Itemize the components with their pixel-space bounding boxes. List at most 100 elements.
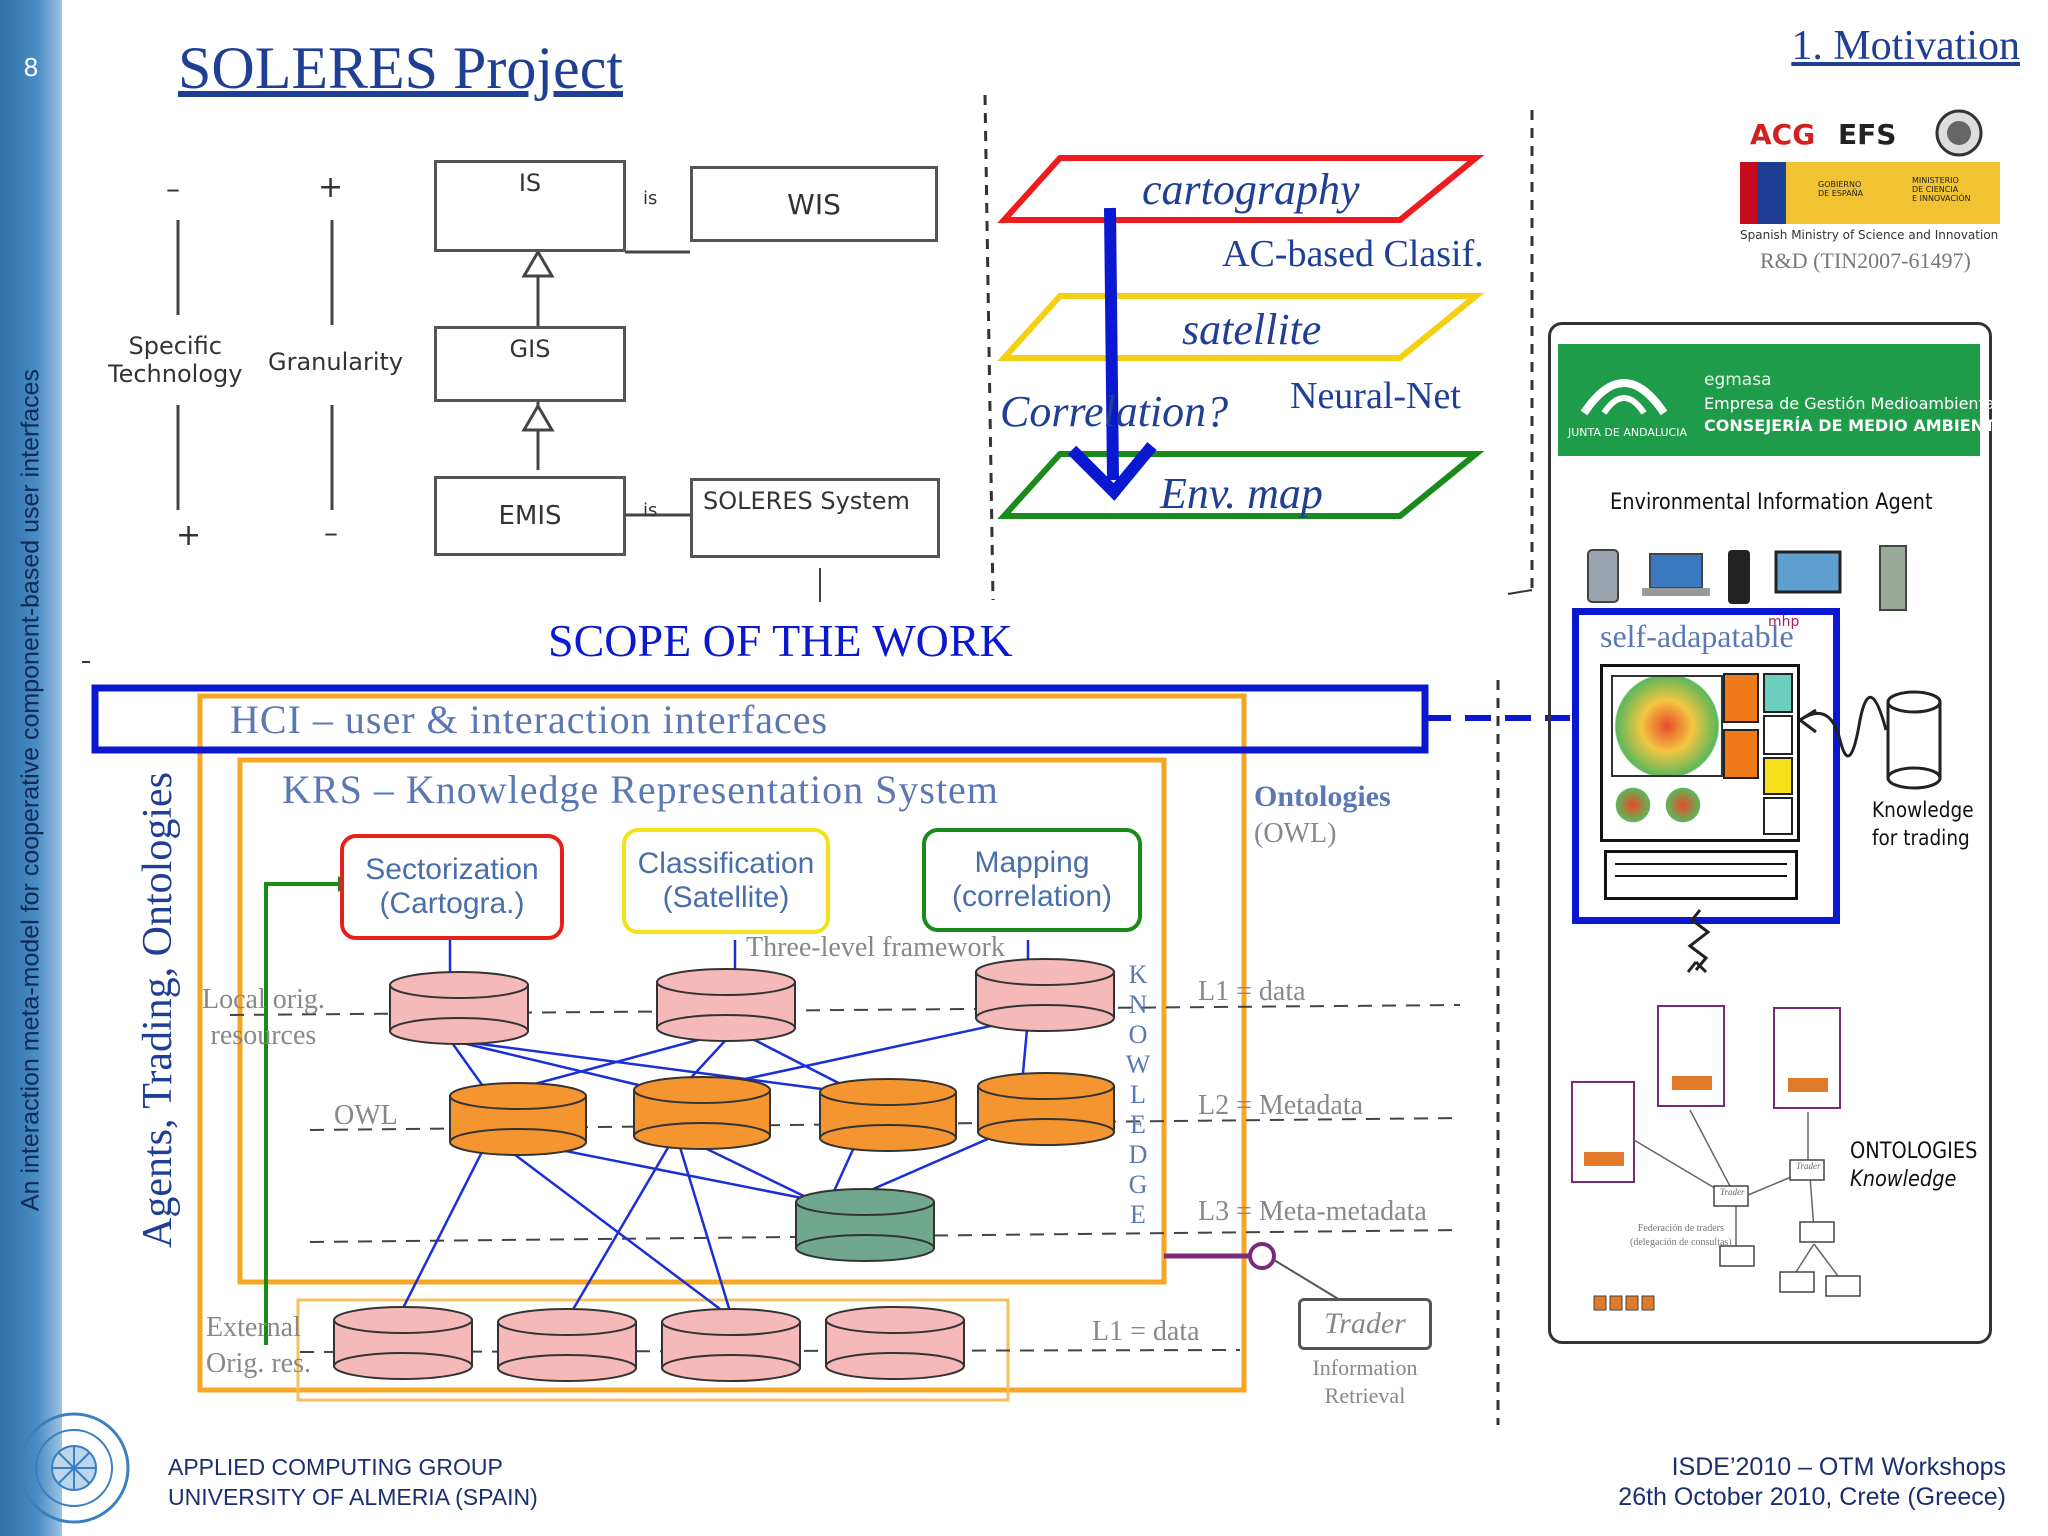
ac-based-label: AC-based Clasif. xyxy=(1222,233,1484,275)
trader-node-1 xyxy=(1713,1185,1749,1207)
trader-node-4 xyxy=(1719,1245,1755,1267)
soleres-system-box: SOLERES System xyxy=(690,478,940,558)
hci-label: HCI – user & interaction interfaces xyxy=(230,697,829,742)
trader-node-5 xyxy=(1779,1271,1815,1293)
correlation-label: Correlation? xyxy=(1000,387,1229,436)
knowledge-vertical-label: KNOWLEDGE xyxy=(1125,960,1151,1229)
granularity-label: Granularity xyxy=(268,348,404,376)
university-emblem-icon xyxy=(1935,109,1983,157)
sidebar-band xyxy=(0,0,62,1536)
agents-vertical-label: Agents, Trading, Ontologies xyxy=(135,771,181,1249)
owl-paren-label: (OWL) xyxy=(1254,818,1337,849)
env-map-label: Env. map xyxy=(1160,469,1323,518)
db-owl-2 xyxy=(633,1076,771,1150)
university-seal-icon xyxy=(18,1412,130,1524)
db-external-1 xyxy=(333,1306,473,1380)
db-meta-meta xyxy=(795,1188,935,1262)
db-external-3 xyxy=(661,1308,801,1382)
ministry-banner: GOBIERNO DE ESPAÑA MINISTERIO DE CIENCIA… xyxy=(1740,162,2000,224)
db-external-4 xyxy=(825,1306,965,1380)
sectorization-box: Sectorization (Cartogra.) xyxy=(340,834,564,940)
is-relation-top: is xyxy=(643,188,658,209)
egmasa-banner: JUNTA DE ANDALUCIA egmasa Empresa de Ges… xyxy=(1558,344,2006,456)
mapping-box: Mapping (correlation) xyxy=(922,828,1142,932)
trader-federation-svg xyxy=(1571,909,1861,1311)
scope-title: SCOPE OF THE WORK xyxy=(548,615,1013,666)
l1-data-label: L1 = data xyxy=(1198,976,1306,1007)
minus-top-left: – xyxy=(166,172,180,205)
external-label: External Orig. res. xyxy=(206,1312,311,1379)
db-external-2 xyxy=(497,1308,637,1382)
footer-event: ISDE’2010 – OTM Workshops 26th October 2… xyxy=(1618,1453,2006,1511)
ontologies-knowledge-label: ONTOLOGIES Knowledge xyxy=(1850,1139,1978,1192)
self-adaptable-label: self-adapatable xyxy=(1600,618,1794,654)
cartography-label: cartography xyxy=(1142,165,1360,214)
gobierno-label: GOBIERNO DE ESPAÑA xyxy=(1818,180,1864,198)
map-thumb-small-2 xyxy=(1663,785,1703,825)
local-orig-label: Local orig. resources xyxy=(202,984,325,1051)
is-relation-bottom: is xyxy=(643,500,658,521)
map-thumbnail xyxy=(1611,675,1723,777)
footer-organization: APPLIED COMPUTING GROUP UNIVERSITY OF AL… xyxy=(168,1454,538,1510)
neural-net-label: Neural-Net xyxy=(1290,375,1461,417)
knowledge-trading-label: Knowledge for trading xyxy=(1872,798,1974,850)
env-agent-label: Environmental Information Agent xyxy=(1610,490,1933,515)
laptop-icon xyxy=(1649,553,1703,589)
federacion-label: Federación de traders (delegación de con… xyxy=(1630,1223,1732,1248)
plus-bottom: + xyxy=(176,518,202,553)
trader-node-2 xyxy=(1789,1159,1825,1181)
phone-icon xyxy=(1728,550,1750,604)
l3-meta-label: L3 = Meta-metadata xyxy=(1198,1196,1427,1227)
krs-label: KRS – Knowledge Representation System xyxy=(282,767,999,812)
db-owl-1 xyxy=(449,1082,587,1156)
plus-top: + xyxy=(318,170,344,205)
trader-label-2: Trader xyxy=(1796,1161,1821,1171)
ontologies-label: Ontologies xyxy=(1254,780,1391,813)
tv-icon xyxy=(1774,550,1842,594)
is-box: IS xyxy=(434,160,626,252)
owl-label: OWL xyxy=(334,1100,398,1131)
self-adaptable-frame xyxy=(1572,608,1840,924)
slide-title: SOLERES Project xyxy=(178,35,623,101)
agent-panel xyxy=(1548,322,1992,1344)
trader-node-6 xyxy=(1825,1275,1861,1297)
consejeria-label: CONSEJERÍA DE MEDIO AMBIENTE xyxy=(1704,416,2006,435)
acg-logo: ACG xyxy=(1750,118,1816,151)
knowledge-db-connector xyxy=(1799,690,1942,790)
ui-mockup-screen xyxy=(1600,664,1800,842)
trader-label-1: Trader xyxy=(1720,1187,1745,1197)
pda-icon xyxy=(1587,549,1619,603)
mhp-logo: mhp xyxy=(1768,614,1800,630)
db-owl-4 xyxy=(977,1072,1115,1146)
kiosk-icon xyxy=(1879,545,1907,611)
specific-technology-label: Specific Technology xyxy=(108,332,243,388)
minus-bottom: – xyxy=(324,516,338,549)
classification-box: Classification (Satellite) xyxy=(622,828,830,934)
three-level-label: Three-level framework xyxy=(746,932,1005,963)
junta-arch-icon xyxy=(1580,379,1668,416)
db-owl-3 xyxy=(819,1078,957,1152)
planes-svg xyxy=(997,155,1485,519)
egmasa-subtitle: Empresa de Gestión Medioambiental xyxy=(1704,394,2000,413)
gis-box: GIS xyxy=(434,326,626,402)
l1-data-bottom-label: L1 = data xyxy=(1092,1316,1200,1347)
db-local-3 xyxy=(975,958,1115,1032)
emis-box: EMIS xyxy=(434,476,626,556)
slide-number: 8 xyxy=(23,52,39,82)
db-local-1 xyxy=(389,971,529,1045)
junta-label: JUNTA DE ANDALUCIA xyxy=(1568,426,1687,439)
ministry-caption: Spanish Ministry of Science and Innovati… xyxy=(1740,228,1999,242)
map-thumb-small-1 xyxy=(1613,785,1653,825)
rd-label: R&D (TIN2007-61497) xyxy=(1760,248,1971,273)
trader-box: Trader xyxy=(1298,1298,1432,1350)
section-title: 1. Motivation xyxy=(1791,23,2020,69)
ui-mockup-panel xyxy=(1604,850,1798,900)
efs-logo: EFS xyxy=(1838,118,1897,151)
devices-icons xyxy=(1587,545,1907,611)
wis-box: WIS xyxy=(690,166,938,242)
hierarchy-lines xyxy=(176,220,821,602)
l2-metadata-label: L2 = Metadata xyxy=(1198,1090,1364,1121)
ministerio-label: MINISTERIO DE CIENCIA E INNOVACIÓN xyxy=(1912,176,1971,203)
